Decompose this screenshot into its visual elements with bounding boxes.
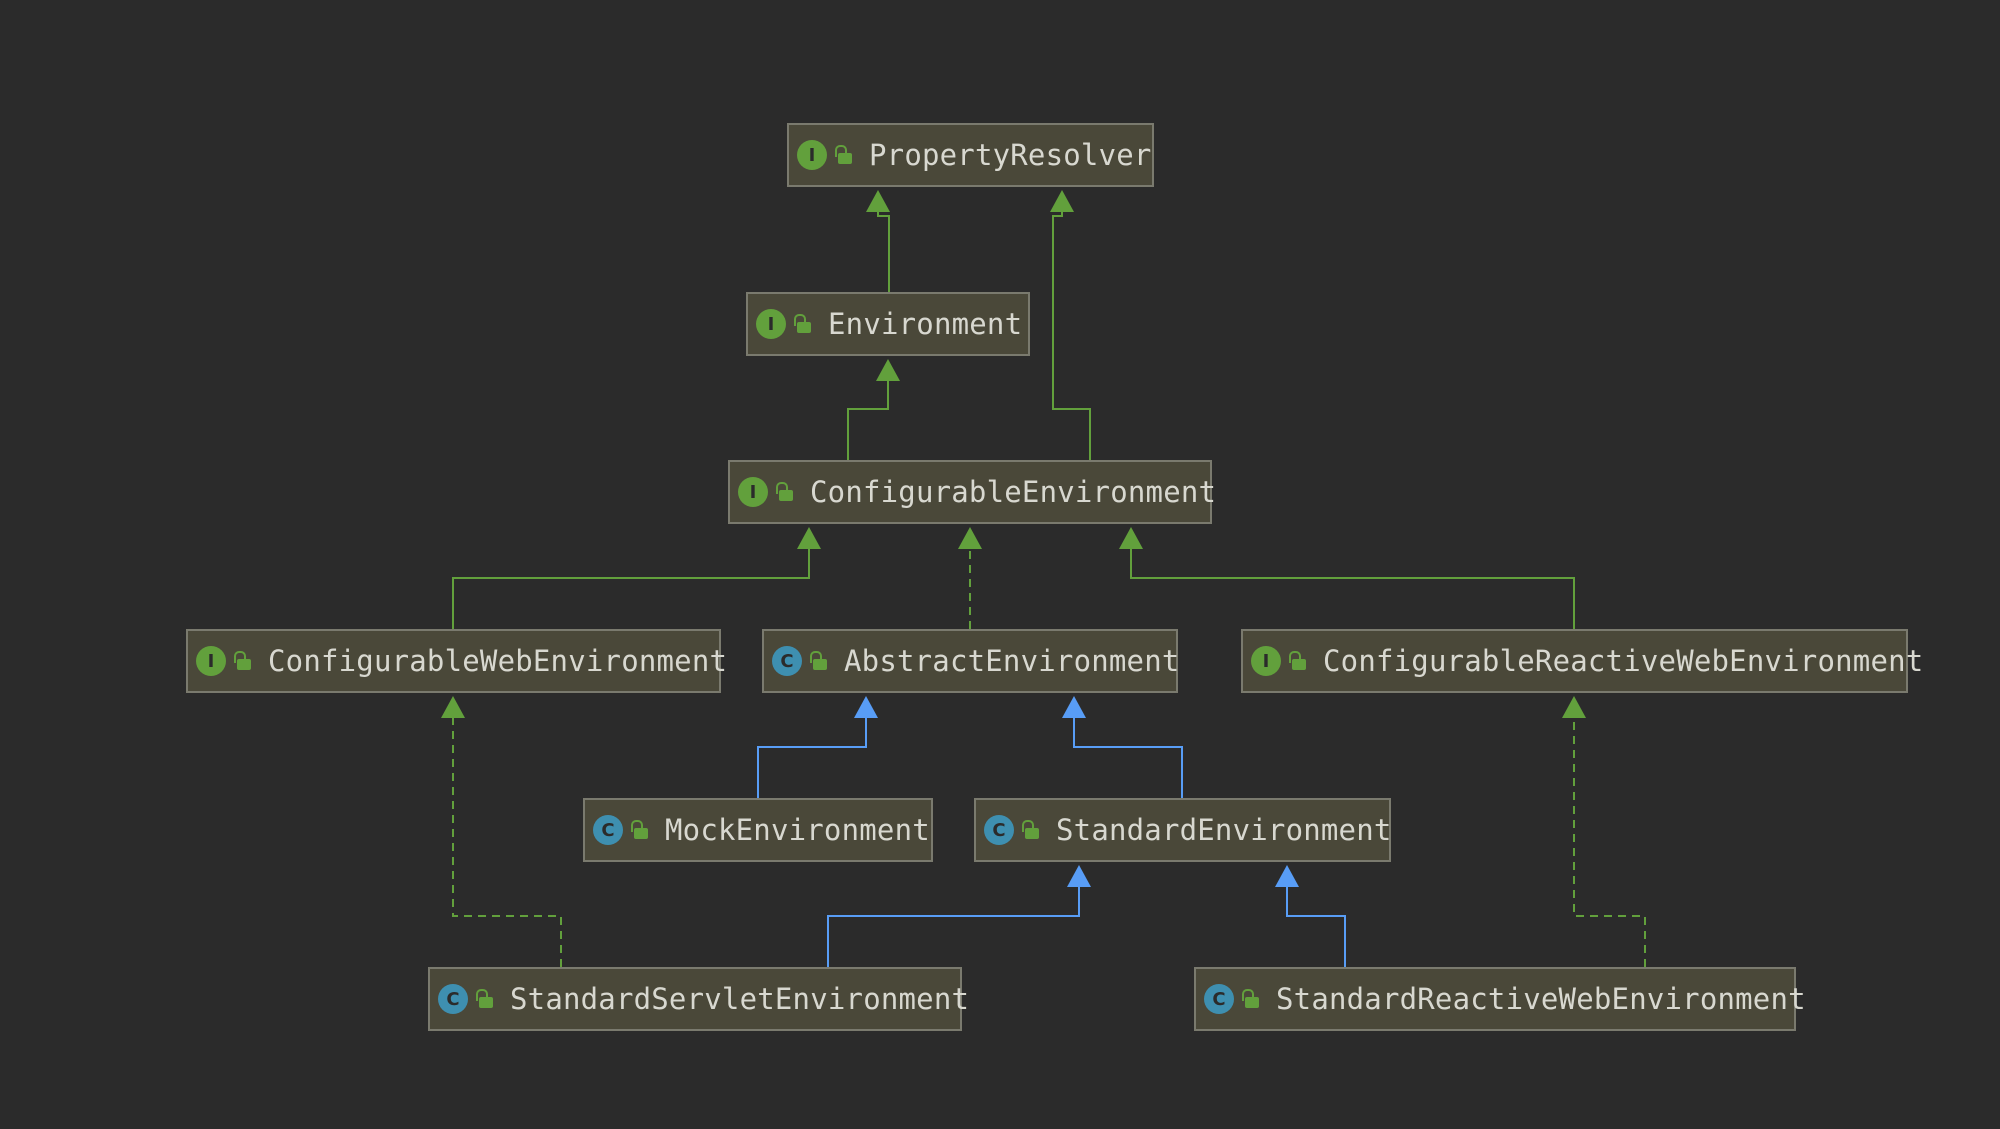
public-lock-icon (776, 481, 794, 503)
node-label: ConfigurableReactiveWebEnvironment (1323, 644, 1924, 678)
edge-line (877, 210, 890, 292)
edge-line (827, 885, 1080, 967)
edge-line (847, 379, 889, 460)
node-label: AbstractEnvironment (844, 644, 1180, 678)
public-lock-icon (1289, 650, 1307, 672)
arrowhead-icon (1119, 527, 1143, 549)
node-label: PropertyResolver (869, 138, 1152, 172)
node-configurable-web-environment[interactable]: I ConfigurableWebEnvironment (186, 629, 727, 693)
class-badge-icon: C (1204, 984, 1234, 1014)
class-badge-icon: C (984, 815, 1014, 845)
edge-line (1073, 716, 1183, 798)
public-lock-icon (1022, 819, 1040, 841)
edge-configurable-web-environment-to-configurable-environment (452, 527, 821, 629)
public-lock-icon (476, 988, 494, 1010)
edge-standard-reactive-web-to-configurable-reactive-web (1562, 696, 1646, 967)
public-lock-icon (835, 144, 853, 166)
edge-line (452, 547, 810, 629)
public-lock-icon (234, 650, 252, 672)
arrowhead-icon (876, 359, 900, 381)
public-lock-icon (794, 313, 812, 335)
arrowhead-icon (1050, 190, 1074, 212)
edge-abstract-environment-to-configurable-environment (958, 527, 982, 629)
edge-line (757, 716, 867, 798)
edge-mock-environment-to-abstract-environment (757, 696, 878, 798)
edge-standard-servlet-to-standard-environment (827, 865, 1091, 967)
node-property-resolver[interactable]: I PropertyResolver (787, 123, 1154, 187)
interface-badge-icon: I (738, 477, 768, 507)
node-abstract-environment[interactable]: C AbstractEnvironment (762, 629, 1180, 693)
node-label: Environment (828, 307, 1023, 341)
edge-line (1573, 716, 1646, 967)
edge-configurable-environment-to-environment (847, 359, 900, 460)
edge-line (1130, 547, 1575, 629)
class-badge-icon: C (772, 646, 802, 676)
arrowhead-icon (1062, 696, 1086, 718)
node-standard-environment[interactable]: C StandardEnvironment (974, 798, 1391, 862)
interface-badge-icon: I (797, 140, 827, 170)
public-lock-icon (810, 650, 828, 672)
arrowhead-icon (797, 527, 821, 549)
edge-line (1052, 210, 1091, 460)
edge-standard-reactive-web-to-standard-environment (1275, 865, 1346, 967)
arrowhead-icon (958, 527, 982, 549)
node-label: StandardServletEnvironment (510, 982, 970, 1016)
arrowhead-icon (854, 696, 878, 718)
interface-badge-icon: I (1251, 646, 1281, 676)
arrowhead-icon (1562, 696, 1586, 718)
edge-environment-to-property-resolver (866, 190, 890, 292)
class-badge-icon: C (593, 815, 623, 845)
node-environment[interactable]: I Environment (746, 292, 1030, 356)
interface-badge-icon: I (196, 646, 226, 676)
node-configurable-reactive-web-environment[interactable]: I ConfigurableReactiveWebEnvironment (1241, 629, 1923, 693)
node-label: MockEnvironment (665, 813, 930, 847)
node-mock-environment[interactable]: C MockEnvironment (583, 798, 933, 862)
edge-line (452, 716, 562, 967)
arrowhead-icon (866, 190, 890, 212)
node-label: ConfigurableWebEnvironment (268, 644, 728, 678)
node-standard-servlet-environment[interactable]: C StandardServletEnvironment (428, 967, 969, 1031)
node-standard-reactive-web-environment[interactable]: C StandardReactiveWebEnvironment (1194, 967, 1806, 1031)
node-configurable-environment[interactable]: I ConfigurableEnvironment (728, 460, 1216, 524)
arrowhead-icon (1067, 865, 1091, 887)
public-lock-icon (631, 819, 649, 841)
node-label: StandardReactiveWebEnvironment (1276, 982, 1806, 1016)
edge-configurable-environment-to-property-resolver (1050, 190, 1091, 460)
edge-standard-environment-to-abstract-environment (1062, 696, 1183, 798)
node-label: ConfigurableEnvironment (810, 475, 1217, 509)
node-label: StandardEnvironment (1056, 813, 1392, 847)
edge-standard-servlet-to-configurable-web-environment (441, 696, 562, 967)
public-lock-icon (1242, 988, 1260, 1010)
class-badge-icon: C (438, 984, 468, 1014)
edge-line (1286, 885, 1346, 967)
interface-badge-icon: I (756, 309, 786, 339)
arrowhead-icon (1275, 865, 1299, 887)
arrowhead-icon (441, 696, 465, 718)
edge-configurable-reactive-web-to-configurable-environment (1119, 527, 1575, 629)
